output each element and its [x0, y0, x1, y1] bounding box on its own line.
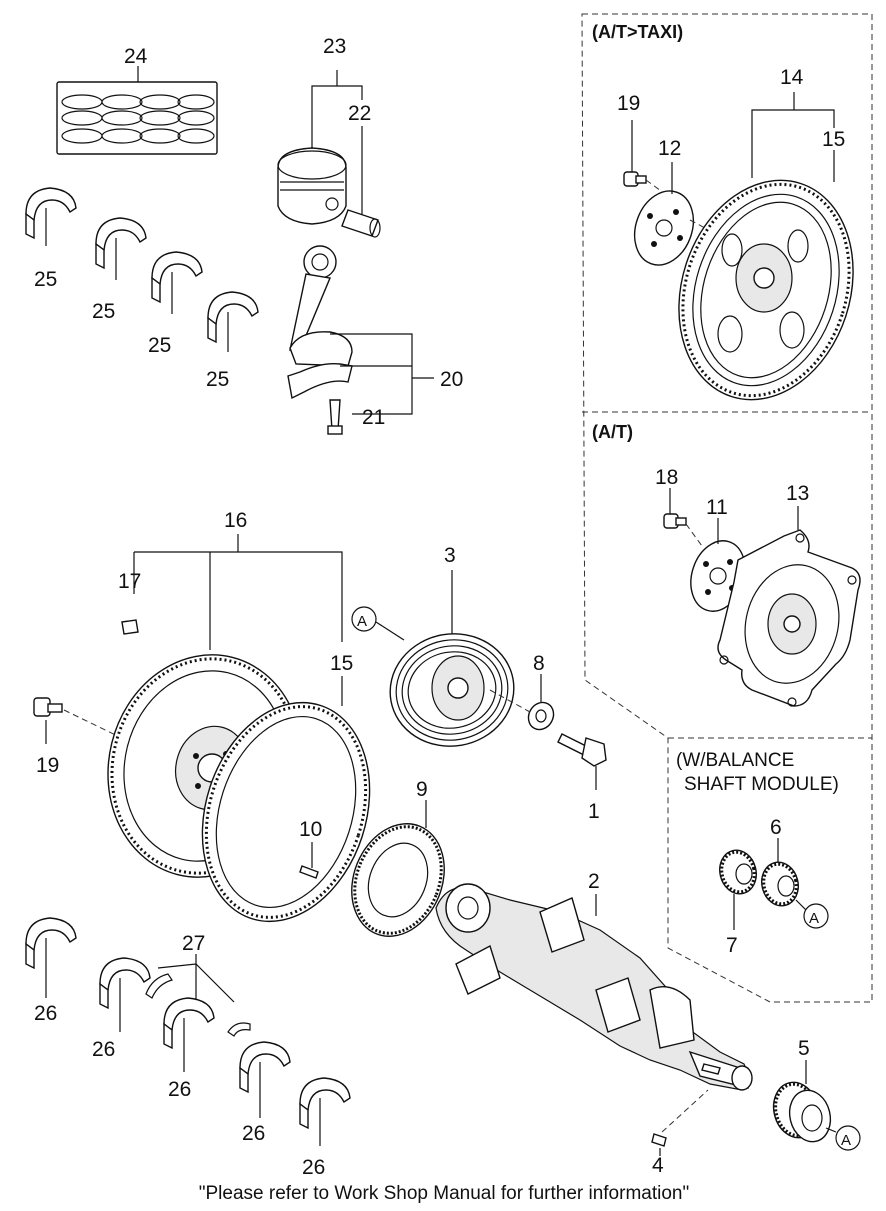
label-19-left: 19: [36, 754, 59, 777]
taxi-flywheel-group: [623, 92, 854, 401]
svg-text:A: A: [357, 613, 367, 630]
crankshaft: [435, 883, 753, 1091]
main-bearings-upper: [25, 187, 259, 352]
label-11: 11: [706, 496, 728, 519]
label-15-taxi: 15: [822, 128, 845, 151]
section-at-taxi: (A/T>TAXI): [592, 22, 683, 42]
label-26-e: 26: [302, 1156, 325, 1179]
label-21: 21: [362, 406, 385, 429]
flywheel-assembly-bracket: [121, 534, 343, 650]
ref-a-balance: A: [803, 903, 829, 929]
crankshaft-bolt: [557, 733, 607, 790]
crankshaft-pulley: [375, 570, 515, 747]
piston-ring-set: [56, 66, 218, 155]
ring-gear-left: [201, 676, 371, 923]
label-5: 5: [798, 1037, 810, 1060]
ref-a-gear5: A: [835, 1125, 861, 1151]
at-driveplate-group: [663, 488, 861, 707]
label-25-b: 25: [92, 300, 115, 323]
label-26-a: 26: [34, 1002, 57, 1025]
connecting-rod: [287, 245, 434, 435]
label-22: 22: [348, 102, 371, 125]
label-4: 4: [652, 1154, 664, 1177]
footer-note: "Please refer to Work Shop Manual for fu…: [199, 1183, 689, 1204]
label-12: 12: [658, 137, 681, 160]
section-balance-line1: (W/BALANCE: [676, 750, 794, 771]
label-23: 23: [323, 35, 346, 58]
woodruff-key: [651, 1089, 709, 1156]
label-2: 2: [588, 870, 600, 893]
label-26-b: 26: [92, 1038, 115, 1061]
label-24: 24: [124, 45, 148, 68]
label-3: 3: [444, 544, 456, 567]
washer-8: [489, 674, 555, 731]
balance-shaft-gears: [719, 838, 807, 930]
option-region-borders: [581, 13, 873, 1003]
svg-text:A: A: [841, 1132, 851, 1149]
sensor-plate-9: [351, 800, 445, 937]
label-1: 1: [588, 800, 600, 823]
label-13: 13: [786, 482, 809, 505]
crankshaft-gear-5: [772, 1060, 837, 1143]
label-17: 17: [118, 570, 141, 593]
label-14: 14: [780, 66, 804, 89]
flywheel-bolt-left: [33, 697, 135, 745]
label-20: 20: [440, 368, 463, 391]
label-25-c: 25: [148, 334, 171, 357]
label-6: 6: [770, 816, 782, 839]
label-10: 10: [299, 818, 322, 841]
label-25-d: 25: [206, 368, 229, 391]
label-19-taxi: 19: [617, 92, 640, 115]
label-15-left: 15: [330, 652, 353, 675]
section-balance-line2: SHAFT MODULE): [684, 774, 839, 795]
pin-10: [299, 842, 319, 879]
label-8: 8: [533, 652, 545, 675]
main-bearings-lower: [25, 917, 351, 1146]
label-25-a: 25: [34, 268, 57, 291]
section-at: (A/T): [592, 422, 633, 442]
ref-a-pulley: A: [351, 606, 377, 632]
svg-text:A: A: [809, 910, 819, 927]
label-9: 9: [416, 778, 428, 801]
label-26-d: 26: [242, 1122, 265, 1145]
label-18: 18: [655, 466, 678, 489]
label-27: 27: [182, 932, 205, 955]
label-16: 16: [224, 509, 247, 532]
label-7: 7: [726, 934, 738, 957]
label-26-c: 26: [168, 1078, 191, 1101]
piston-assembly: [277, 70, 381, 238]
